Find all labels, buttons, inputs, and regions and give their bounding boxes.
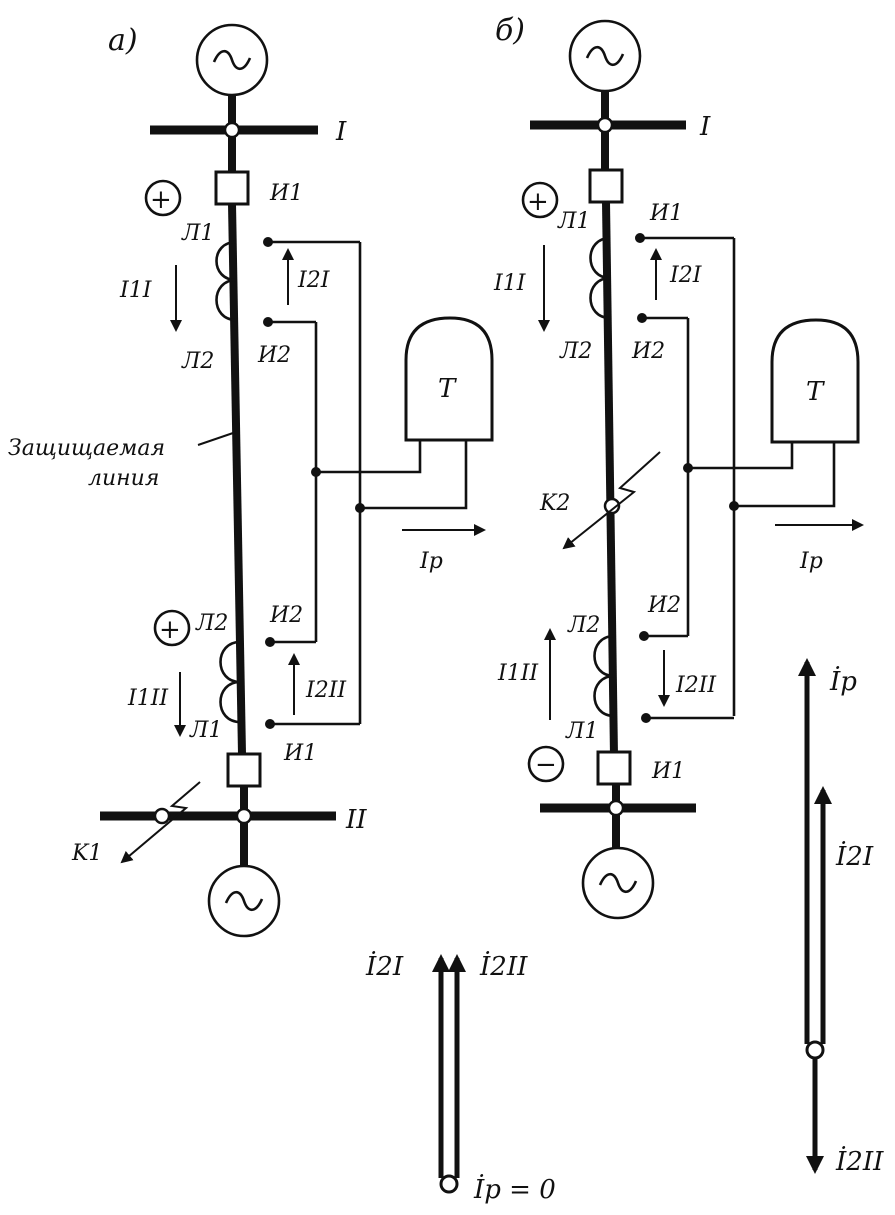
- ct-top-sec-start-a: И1: [269, 181, 303, 206]
- svg-text:−: −: [535, 750, 557, 780]
- phasor-i2ii-a: İ2II: [479, 951, 528, 982]
- ct-bottom-end-a: Л1: [189, 718, 222, 743]
- ct-top-secondary-b: I2I: [669, 263, 703, 288]
- panel-a: а) I И1 + Л1 I1I Л2 И2: [8, 23, 556, 1205]
- panel-a-label: а): [108, 23, 138, 58]
- breaker-bottom-a: [226, 752, 262, 788]
- plus-top-b: +: [521, 181, 559, 219]
- relay-label-b: T: [806, 377, 825, 407]
- relay-label-a: T: [438, 374, 457, 404]
- generator-bottom-b: [581, 846, 655, 920]
- phasor-i2ii-b: İ2II: [835, 1146, 884, 1177]
- relay-current-b: Ip: [799, 549, 823, 574]
- ct-bottom-secondary-a: I2II: [305, 678, 347, 703]
- phasor-ip-b: İp: [829, 666, 857, 697]
- panel-b-label: б): [495, 13, 525, 48]
- fault-k1-arrow: [120, 781, 201, 864]
- ct-top-start-b: Л1: [557, 209, 590, 234]
- relay-t-b: [770, 318, 860, 444]
- ct-top-end-b: Л2: [559, 339, 592, 364]
- ct-top-sec-end-a: И2: [257, 343, 291, 368]
- phasor-diagram-a: İ2I İ2II İp = 0: [365, 951, 556, 1205]
- ct-bottom-sec-end-a: И1: [283, 741, 317, 766]
- line-caption-2: линия: [88, 466, 159, 491]
- bus-i-label-a: I: [335, 117, 347, 147]
- ac-symbol-icon: [585, 45, 625, 67]
- ac-symbol-icon: [212, 49, 252, 71]
- ct-top-sec-start-b: И1: [649, 201, 683, 226]
- ct-top-sec-end-b: И2: [631, 339, 665, 364]
- bus-ii-label-a: II: [345, 805, 367, 835]
- plus-top-a: +: [144, 179, 182, 217]
- ct-top-secondary-a: I2I: [297, 268, 331, 293]
- phasor-i2i-b: İ2I: [835, 841, 874, 872]
- ct-coil-top-b: [589, 236, 611, 320]
- svg-text:+: +: [527, 187, 549, 217]
- ct-bottom-sec-start-b: И2: [647, 593, 681, 618]
- fault-k2-label: K2: [539, 491, 570, 516]
- ct-bottom-primary-a: I1II: [127, 686, 169, 711]
- minus-bottom-b: −: [527, 745, 565, 783]
- breaker-bottom-b: [596, 750, 632, 786]
- svg-text:+: +: [159, 615, 181, 645]
- protected-line-b: [602, 201, 618, 757]
- ct-bottom-sec-end-b: И1: [651, 759, 685, 784]
- fault-k2-arrow: [562, 451, 661, 550]
- ct-bottom-sec-start-a: И2: [269, 603, 303, 628]
- ct-top-primary-b: I1I: [493, 271, 527, 296]
- ct-coil-top-a: [215, 240, 237, 322]
- ac-symbol-icon: [598, 872, 638, 894]
- ct-bottom-start-a: Л2: [195, 611, 228, 636]
- ct-top-end-a: Л2: [181, 349, 214, 374]
- ac-symbol-icon: [224, 890, 264, 912]
- ct-top-start-a: Л1: [181, 221, 214, 246]
- ct-bottom-end-b: Л1: [565, 719, 598, 744]
- phasor-ip-a: İp = 0: [473, 1174, 556, 1205]
- plus-bottom-a: +: [153, 609, 191, 647]
- ct-coil-bottom-a: [219, 640, 241, 724]
- generator-top-a: [195, 23, 269, 97]
- ct-top-primary-a: I1I: [119, 278, 153, 303]
- generator-bottom-a: [207, 864, 281, 938]
- bus-i-label-b: I: [699, 112, 711, 142]
- phasor-diagram-b: İp İ2I İ2II: [798, 658, 884, 1177]
- protected-line-a: [228, 203, 246, 755]
- ct-coil-bottom-b: [593, 634, 615, 718]
- breaker-top-b: [588, 168, 624, 204]
- ct-bottom-start-b: Л2: [567, 613, 600, 638]
- ct-bottom-primary-b: I1II: [497, 661, 539, 686]
- relay-current-a: Ip: [419, 549, 443, 574]
- generator-top-b: [568, 19, 642, 93]
- panel-b: б) I И1 + Л1 I1I Л2 И2 I2I T: [493, 13, 884, 1177]
- ct-bottom-secondary-b: I2II: [675, 673, 717, 698]
- line-caption-1: Защищаемая: [8, 436, 165, 461]
- relay-t-a: [404, 316, 494, 442]
- breaker-top-a: [214, 170, 250, 206]
- phasor-i2i-a: İ2I: [365, 951, 404, 982]
- fault-k1-label: K1: [71, 841, 102, 866]
- svg-text:+: +: [150, 185, 172, 215]
